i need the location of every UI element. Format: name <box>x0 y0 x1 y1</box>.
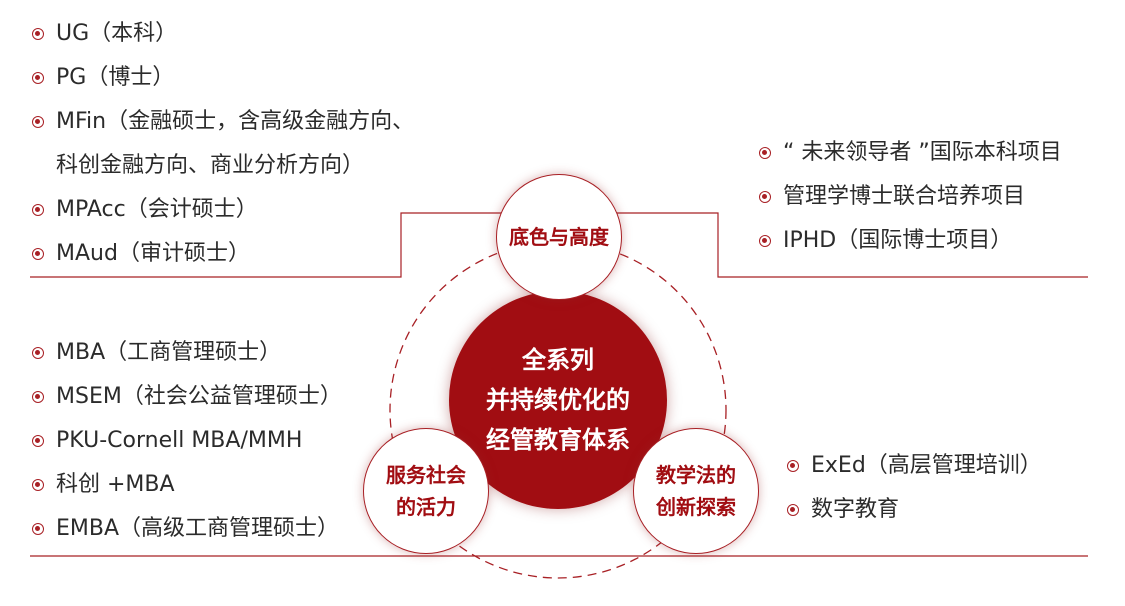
list-item: UG（本科） <box>28 12 414 56</box>
node-label: 的活力 <box>396 495 456 519</box>
center-line: 全系列 <box>522 346 594 374</box>
bullet-icon <box>759 147 771 159</box>
center-line: 经管教育体系 <box>486 426 630 454</box>
list-item: MSEM（社会公益管理硕士） <box>28 375 342 419</box>
bullet-icon <box>32 28 44 40</box>
node-label: 创新探索 <box>656 495 736 519</box>
bullet-icon <box>32 479 44 491</box>
node-top: 底色与高度 <box>496 174 622 300</box>
center-line: 并持续优化的 <box>486 386 630 414</box>
bullet-icon <box>32 435 44 447</box>
list-item: 管理学博士联合培养项目 <box>755 175 1062 219</box>
dashed-ring <box>389 241 727 579</box>
bullet-icon <box>787 504 799 516</box>
list-item-continuation: 科创金融方向、商业分析方向） <box>56 153 365 178</box>
node-right: 教学法的 创新探索 <box>633 428 759 554</box>
list-top-left: UG（本科） PG（博士） MFin（金融硕士，含高级金融方向、 科创金融方向、… <box>28 12 414 276</box>
list-item: MBA（工商管理硕士） <box>28 331 342 375</box>
node-label: 底色与高度 <box>509 225 609 249</box>
list-item: MPAcc（会计硕士） <box>28 188 414 232</box>
bullet-icon <box>32 248 44 260</box>
list-item: MFin（金融硕士，含高级金融方向、 <box>28 100 414 144</box>
list-item: 数字教育 <box>783 488 1042 532</box>
list-item: 科创 +MBA <box>28 463 342 507</box>
bullet-icon <box>759 191 771 203</box>
bullet-icon <box>32 116 44 128</box>
list-item: PKU-Cornell MBA/MMH <box>28 419 342 463</box>
list-item: ExEd（高层管理培训） <box>783 444 1042 488</box>
list-item: MAud（审计硕士） <box>28 232 414 276</box>
node-label: 服务社会 <box>386 463 466 487</box>
list-item: PG（博士） <box>28 56 414 100</box>
list-top-right: “ 未来领导者 ”国际本科项目 管理学博士联合培养项目 IPHD（国际博士项目） <box>755 131 1062 263</box>
bullet-icon <box>787 460 799 472</box>
node-left: 服务社会 的活力 <box>363 428 489 554</box>
bullet-icon <box>32 347 44 359</box>
bullet-icon <box>32 204 44 216</box>
node-label: 教学法的 <box>656 463 736 487</box>
list-item: “ 未来领导者 ”国际本科项目 <box>755 131 1062 175</box>
list-bottom-right: ExEd（高层管理培训） 数字教育 <box>783 444 1042 532</box>
list-item: IPHD（国际博士项目） <box>755 219 1062 263</box>
bullet-icon <box>32 523 44 535</box>
list-bottom-left: MBA（工商管理硕士） MSEM（社会公益管理硕士） PKU-Cornell M… <box>28 331 342 551</box>
list-item: EMBA（高级工商管理硕士） <box>28 507 342 551</box>
bullet-icon <box>759 235 771 247</box>
bullet-icon <box>32 72 44 84</box>
bullet-icon <box>32 391 44 403</box>
center-circle: 全系列 并持续优化的 经管教育体系 <box>449 291 667 509</box>
